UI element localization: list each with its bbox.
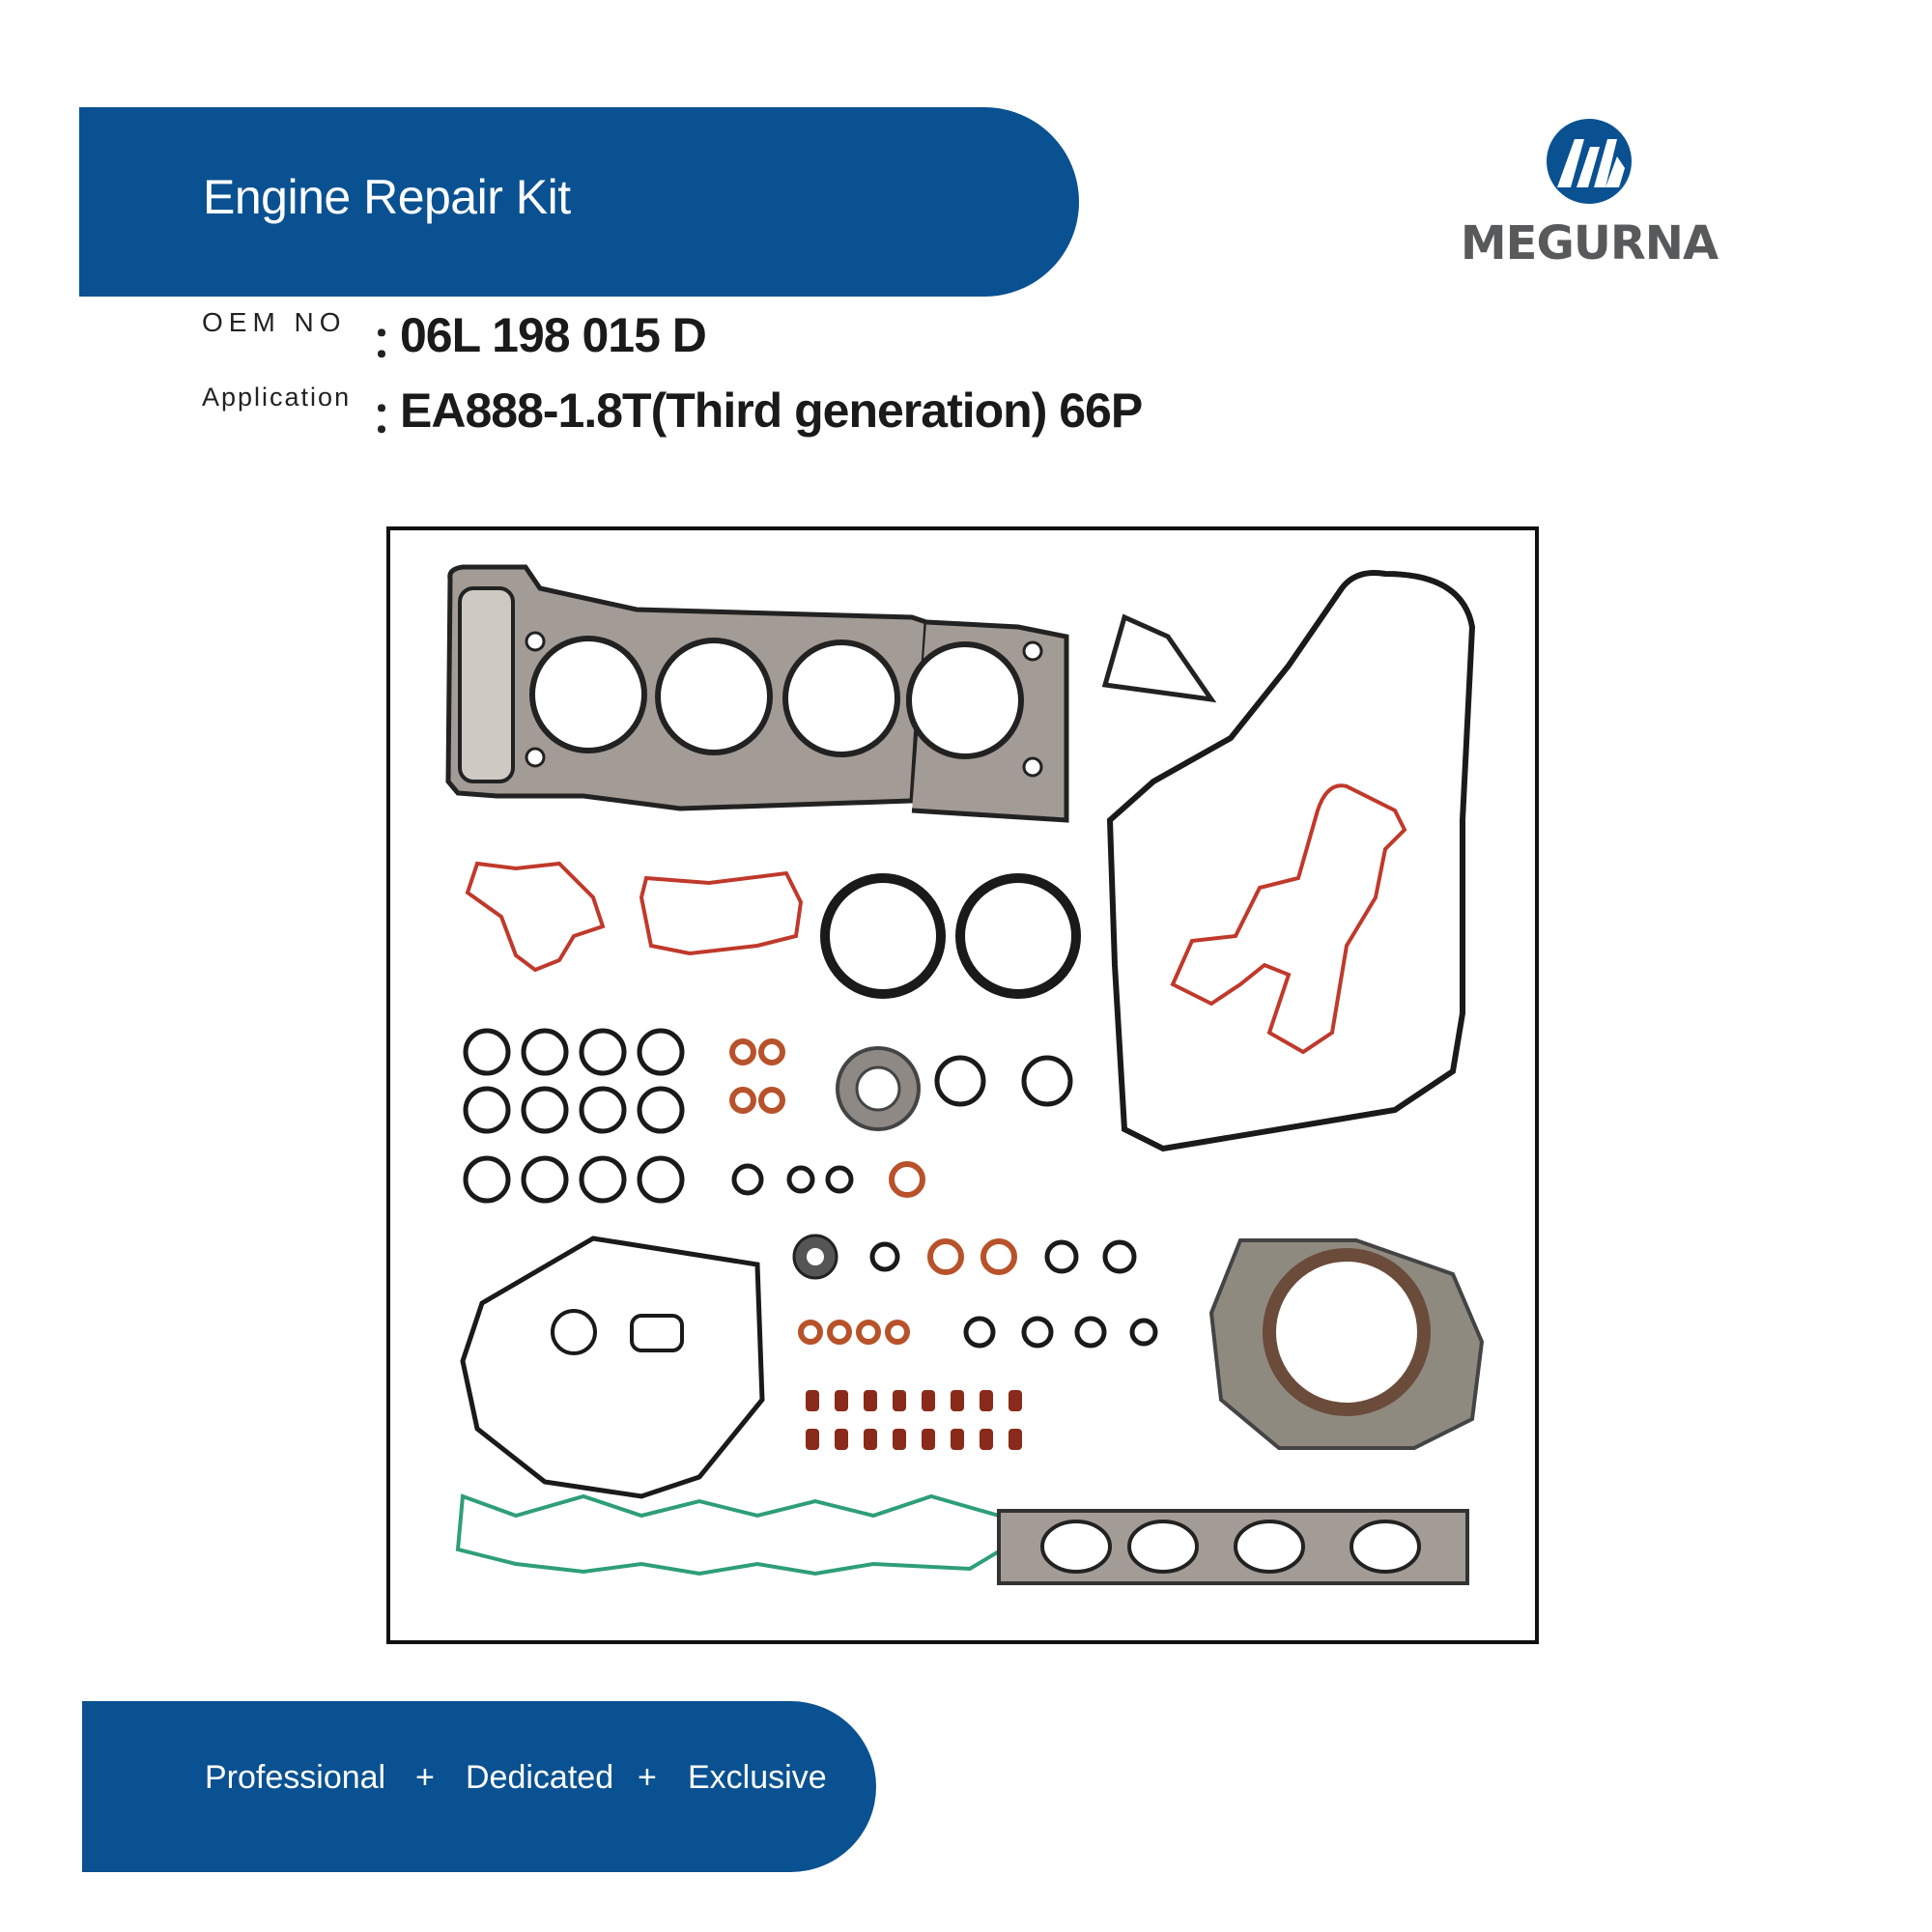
intake-manifold-gasket xyxy=(455,1493,1021,1577)
small-oil-seal-center xyxy=(807,1248,824,1265)
oem-colon: ： xyxy=(371,319,413,366)
oil-pan-gasket xyxy=(1106,570,1476,1152)
application-label: Application xyxy=(202,383,352,412)
valve-cover-gasket xyxy=(460,1236,765,1499)
vacuum-seal xyxy=(630,1314,684,1352)
application-colon: ： xyxy=(371,394,413,441)
tag-dedicated: Dedicated xyxy=(466,1759,614,1796)
page-title: Engine Repair Kit xyxy=(203,170,571,224)
tag-separator-1: + xyxy=(415,1759,435,1796)
spark-plug-seal xyxy=(551,1309,597,1355)
water-pump-gasket xyxy=(1101,613,1217,703)
oem-label: OEM NO xyxy=(202,307,347,337)
red-gasket-left xyxy=(465,861,606,973)
application-value: EA888-1.8T(Third generation) 66P xyxy=(400,384,1143,438)
rear-main-seal xyxy=(1263,1248,1431,1416)
valve-stem-seals xyxy=(806,1390,1022,1450)
oem-row: OEM NO ： 06L 198 015 D xyxy=(202,307,707,366)
tagline-banner: Professional + Dedicated + Exclusive xyxy=(82,1701,876,1872)
o-ring-set-black xyxy=(463,1028,1158,1349)
brand-logo: MEGURNA xyxy=(1439,118,1739,272)
brand-name: MEGURNA xyxy=(1460,216,1719,270)
gasket-kit-illustration xyxy=(445,564,1485,1585)
o-ring-set-orange xyxy=(729,1038,1017,1345)
crank-seal-ring-2 xyxy=(955,873,1081,999)
tag-professional: Professional xyxy=(205,1759,386,1796)
cylinder-head-gasket xyxy=(445,564,1069,823)
timing-cover-red-gasket xyxy=(1170,783,1407,1055)
crank-seal-ring-1 xyxy=(820,873,946,999)
oil-seal-center xyxy=(855,1065,901,1112)
tag-separator-2: + xyxy=(638,1759,657,1796)
red-gasket-right xyxy=(639,870,804,956)
tag-exclusive: Exclusive xyxy=(688,1759,827,1796)
exhaust-manifold-gasket xyxy=(997,1509,1469,1585)
megurna-m-logo-icon xyxy=(1547,119,1632,204)
title-banner: Engine Repair Kit xyxy=(79,107,1079,297)
oem-value: 06L 198 015 D xyxy=(400,308,707,362)
exhaust-ports xyxy=(1040,1520,1421,1574)
application-row: Application ： EA888-1.8T(Third generatio… xyxy=(202,383,1143,441)
product-image-frame xyxy=(386,526,1539,1644)
